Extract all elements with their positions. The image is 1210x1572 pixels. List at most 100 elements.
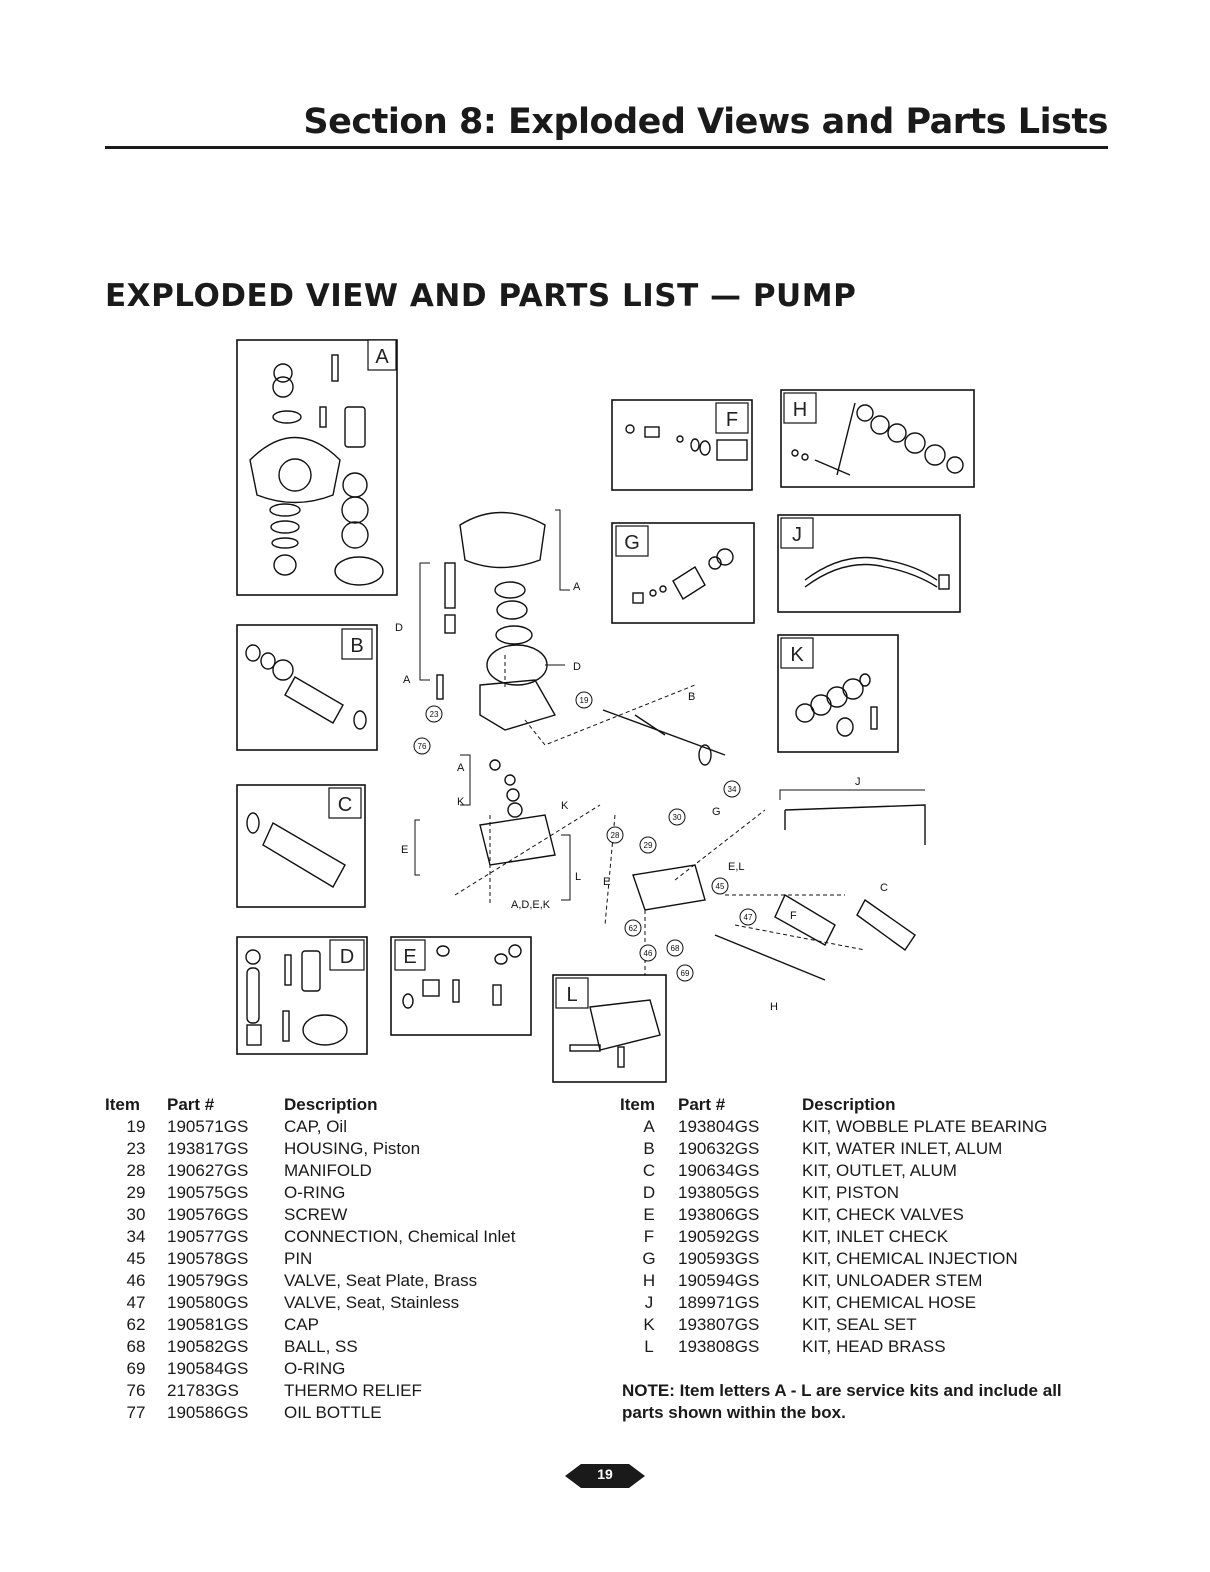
svg-text:D: D <box>340 946 354 968</box>
kit-tag-D: D <box>329 939 365 971</box>
col-description: Description <box>284 1095 378 1114</box>
section-title: Section 8: Exploded Views and Parts List… <box>303 102 1108 142</box>
col-part: Part # <box>678 1095 726 1114</box>
svg-text:A: A <box>573 581 581 593</box>
kit-tag-F: F <box>715 402 749 434</box>
callout-62: 62 <box>624 919 642 937</box>
kit-tag-B: B <box>341 628 373 660</box>
svg-text:45: 45 <box>716 882 725 891</box>
svg-text:G: G <box>624 532 640 554</box>
kit-tag-H: H <box>783 392 817 424</box>
svg-text:E: E <box>603 876 610 888</box>
svg-text:47: 47 <box>744 913 753 922</box>
svg-text:C: C <box>338 794 352 816</box>
svg-text:19: 19 <box>580 696 589 705</box>
callout-47: 47 <box>739 908 757 926</box>
svg-text:K: K <box>790 644 804 666</box>
svg-text:30: 30 <box>673 813 682 822</box>
kit-tag-K: K <box>780 637 814 669</box>
svg-text:C: C <box>880 882 888 894</box>
svg-text:29: 29 <box>644 841 653 850</box>
svg-text:G: G <box>712 806 721 818</box>
svg-text:K: K <box>561 800 569 812</box>
callout-69: 69 <box>676 964 694 982</box>
page-number: 19 <box>597 1466 613 1482</box>
callout-19: 19 <box>575 691 593 709</box>
svg-text:L: L <box>575 871 581 883</box>
svg-text:L: L <box>566 984 577 1006</box>
page-title: EXPLODED VIEW AND PARTS LIST — PUMP <box>105 278 857 314</box>
svg-text:K: K <box>457 796 465 808</box>
svg-text:28: 28 <box>611 831 620 840</box>
exploded-view-diagram: A B C D E F G H J K L <box>225 335 985 1095</box>
callout-34: 34 <box>723 780 741 798</box>
kit-tag-C: C <box>328 787 362 819</box>
kit-tag-E: E <box>394 939 426 971</box>
callout-46: 46 <box>639 944 657 962</box>
svg-text:H: H <box>770 1001 778 1013</box>
svg-text:A,D,E,K: A,D,E,K <box>511 899 551 911</box>
svg-text:E: E <box>403 946 416 968</box>
service-kit-note: NOTE: Item letters A - L are service kit… <box>622 1381 1062 1422</box>
svg-text:23: 23 <box>430 710 439 719</box>
svg-text:A: A <box>403 674 411 686</box>
svg-text:J: J <box>792 524 802 546</box>
svg-text:62: 62 <box>629 924 638 933</box>
svg-text:B: B <box>688 691 695 703</box>
kit-tag-G: G <box>615 525 649 557</box>
svg-text:E,L: E,L <box>728 861 745 873</box>
svg-text:F: F <box>726 409 738 431</box>
callout-28: 28 <box>606 826 624 844</box>
svg-text:B: B <box>350 635 363 657</box>
svg-text:34: 34 <box>728 785 737 794</box>
page-number-badge: 19 <box>565 1462 645 1490</box>
svg-text:A: A <box>375 346 389 368</box>
callout-23: 23 <box>425 705 443 723</box>
kit-tag-A: A <box>367 339 397 371</box>
callout-45: 45 <box>711 877 729 895</box>
svg-text:F: F <box>790 910 797 922</box>
col-item: Item <box>105 1095 140 1114</box>
svg-text:D: D <box>395 622 403 634</box>
header-rule <box>105 146 1108 149</box>
section-header: Section 8: Exploded Views and Parts List… <box>105 100 1109 149</box>
svg-text:E: E <box>401 844 408 856</box>
callout-29: 29 <box>639 836 657 854</box>
svg-text:A: A <box>457 762 465 774</box>
callout-68: 68 <box>666 939 684 957</box>
kit-tag-L: L <box>555 977 589 1009</box>
callout-76: 76 <box>413 737 431 755</box>
page-number-shape <box>565 1464 645 1488</box>
kit-tag-J: J <box>780 517 814 549</box>
kit-box-A <box>236 339 398 596</box>
svg-text:69: 69 <box>681 969 690 978</box>
col-item: Item <box>620 1095 655 1114</box>
